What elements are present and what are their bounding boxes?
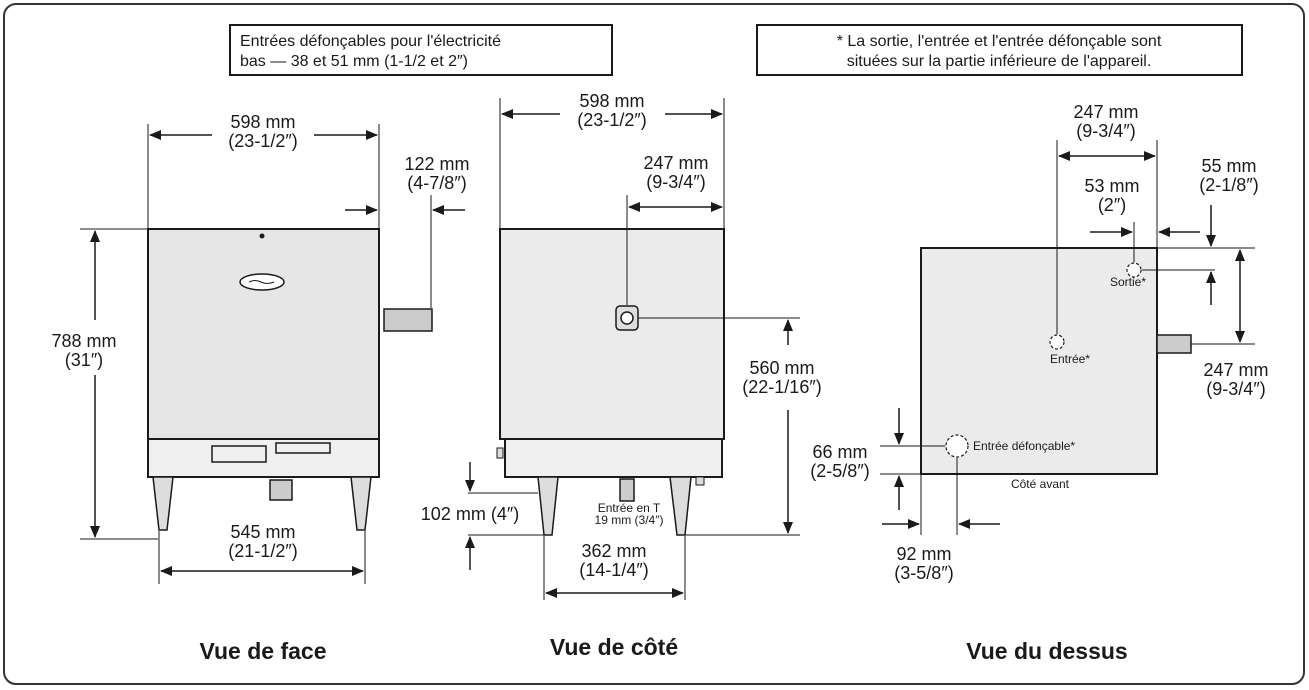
electric-note-box: Entrées défonçables pour l'électricité b… bbox=[229, 24, 613, 76]
front-view bbox=[80, 124, 465, 584]
side-view bbox=[465, 98, 800, 600]
side-leg-right bbox=[669, 476, 692, 536]
side-leg-left bbox=[537, 476, 559, 536]
bottom-note-line2: situées sur la partie inférieure de l'ap… bbox=[847, 53, 1152, 70]
front-side-label: Côté avant bbox=[1011, 477, 1070, 491]
inlet-marker bbox=[1049, 334, 1065, 350]
side-height-mm: 560 mm bbox=[749, 358, 814, 378]
front-side-mm: 122 mm bbox=[404, 154, 469, 174]
outlet-label: Sortie* bbox=[1110, 275, 1146, 289]
front-view-labels: 598 mm (23-1/2″) 122 mm (4-7/8″) 788 mm … bbox=[51, 112, 469, 664]
top-b-in: (2-1/8″) bbox=[1199, 175, 1258, 195]
top-f-in: (3-5/8″) bbox=[894, 563, 953, 583]
side-width-in: (23-1/2″) bbox=[577, 110, 646, 130]
top-d-mm: 247 mm bbox=[1203, 360, 1268, 380]
top-a-in: (9-3/4″) bbox=[1076, 121, 1135, 141]
tee-label-line1: Entrée en T bbox=[598, 501, 661, 515]
front-height-in: (31″) bbox=[65, 350, 103, 370]
bottom-note-box: * La sortie, l'entrée et l'entrée défonç… bbox=[756, 24, 1243, 76]
side-cabinet bbox=[499, 228, 725, 440]
side-offset-mm: 247 mm bbox=[643, 153, 708, 173]
inlet-label: Entrée* bbox=[1050, 352, 1090, 366]
side-height-in: (22-1/16″) bbox=[742, 377, 821, 397]
outlet-marker bbox=[1126, 262, 1142, 278]
front-height-mm: 788 mm bbox=[51, 331, 116, 351]
top-view-labels: 247 mm (9-3/4″) 55 mm (2-1/8″) 53 mm (2″… bbox=[810, 102, 1268, 664]
top-e-in: (2-5/8″) bbox=[810, 461, 869, 481]
front-width-in: (23-1/2″) bbox=[228, 131, 297, 151]
side-fitting bbox=[383, 308, 433, 332]
top-e-mm: 66 mm bbox=[812, 442, 867, 462]
front-leg-left bbox=[152, 476, 174, 531]
front-side-in: (4-7/8″) bbox=[407, 173, 466, 193]
front-leg-right bbox=[350, 476, 372, 531]
side-base bbox=[504, 438, 723, 478]
front-legs-mm: 545 mm bbox=[230, 522, 295, 542]
tee-fitting-icon bbox=[619, 478, 635, 502]
front-view-title: Vue de face bbox=[200, 638, 327, 664]
top-b-mm: 55 mm bbox=[1201, 156, 1256, 176]
side-view-labels: 598 mm (23-1/2″) 247 mm (9-3/4″) 560 mm … bbox=[421, 91, 822, 660]
top-f-mm: 92 mm bbox=[896, 544, 951, 564]
front-width-mm: 598 mm bbox=[230, 112, 295, 132]
side-width-mm: 598 mm bbox=[579, 91, 644, 111]
tee-label-line2: 19 mm (3/4″) bbox=[595, 513, 664, 527]
top-c-mm: 53 mm bbox=[1084, 176, 1139, 196]
top-view-title: Vue du dessus bbox=[966, 638, 1127, 664]
front-legs-in: (21-1/2″) bbox=[228, 541, 297, 561]
top-c-in: (2″) bbox=[1098, 195, 1126, 215]
top-side-fitting bbox=[1156, 334, 1192, 354]
front-base bbox=[147, 438, 380, 478]
bottom-note-line1: * La sortie, l'entrée et l'entrée défonç… bbox=[837, 33, 1162, 50]
top-a-mm: 247 mm bbox=[1073, 102, 1138, 122]
side-legs-mm: 362 mm bbox=[581, 541, 646, 561]
electric-note-line1: Entrées défonçables pour l'électricité bbox=[240, 33, 501, 50]
side-offset-in: (9-3/4″) bbox=[646, 172, 705, 192]
side-legs-in: (14-1/4″) bbox=[579, 560, 648, 580]
electric-note-line2: bas — 38 et 51 mm (1-1/2 et 2″) bbox=[240, 53, 468, 70]
outer-frame bbox=[3, 3, 1305, 685]
top-d-in: (9-3/4″) bbox=[1206, 379, 1265, 399]
side-clearance: 102 mm (4″) bbox=[421, 504, 519, 524]
side-view-title: Vue de côté bbox=[550, 634, 678, 660]
top-view bbox=[880, 140, 1255, 535]
knockout-label: Entrée défonçable* bbox=[973, 439, 1075, 453]
knockout-marker bbox=[945, 434, 969, 458]
front-cabinet bbox=[147, 228, 380, 440]
